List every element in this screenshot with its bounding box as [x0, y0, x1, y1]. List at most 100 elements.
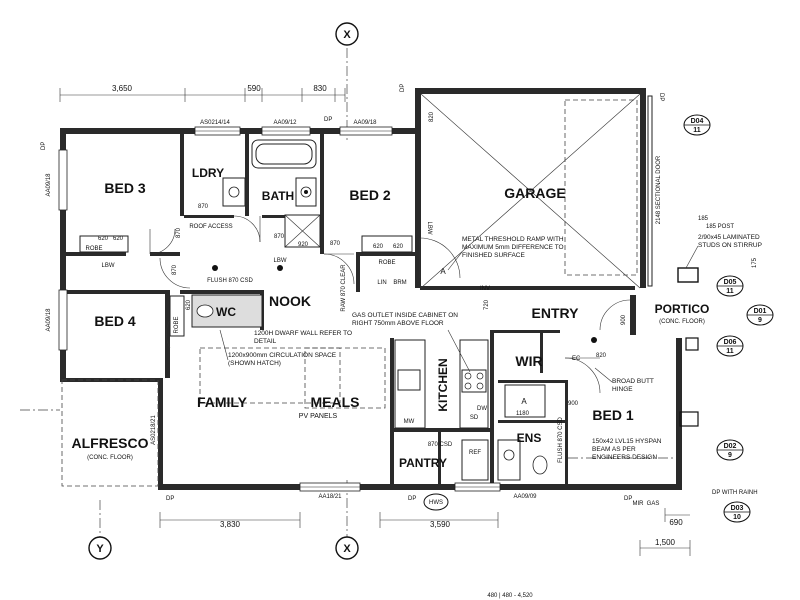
circulation-space	[199, 347, 341, 404]
label-lbw-2: LBW	[273, 258, 286, 264]
room-label-bed2: BED 2	[349, 187, 390, 203]
garage-details	[420, 93, 653, 289]
svg-text:D03: D03	[731, 505, 744, 512]
note-gas-outlet: GAS OUTLET INSIDE CABINET ON RIGHT 750mm…	[352, 312, 471, 373]
svg-text:D05: D05	[724, 279, 737, 286]
label-sd: SD	[470, 415, 479, 421]
svg-text:X: X	[343, 29, 351, 41]
room-label-family: FAMILY	[197, 394, 248, 410]
dim-900-b: 900	[621, 314, 627, 325]
svg-text:9: 9	[758, 317, 762, 324]
label-robe-bed3: ROBE	[85, 246, 102, 252]
note-post: 185 POST	[706, 224, 734, 230]
note-circulation: 1200x900mm CIRCULATION SPACE (SHOWN HATC…	[219, 329, 336, 367]
alfresco-floor-note: (CONC. FLOOR)	[87, 455, 133, 461]
kitchen-bench	[394, 339, 489, 429]
window-tag-left-lower: AA09/18	[46, 308, 52, 332]
svg-text:D04: D04	[691, 118, 704, 125]
svg-text:D02: D02	[724, 443, 737, 450]
detail-tag-d02: D02 9	[716, 439, 744, 461]
dim-620-a: 620	[98, 236, 109, 242]
svg-text:HWS: HWS	[429, 500, 443, 506]
label-dp-7: DP	[658, 93, 664, 101]
garage-door-label: 2148 SECTIONAL DOOR	[656, 155, 662, 224]
grid-bubble-y: Y	[88, 536, 112, 560]
wc-toilet	[191, 294, 263, 328]
label-a-garage: A	[440, 267, 446, 276]
window-tag-aa0914: AS0214/14	[200, 120, 230, 126]
label-gas: GAS	[647, 501, 660, 507]
note-metal-threshold: METAL THRESHOLD RAMP WITH MAXIMUM 5mm DI…	[447, 236, 564, 271]
dim-3830: 3,830	[220, 520, 241, 529]
svg-text:11: 11	[726, 288, 734, 295]
room-label-garage: GARAGE	[504, 185, 565, 201]
note-flush-ens: FLUSH 870 CSD	[558, 416, 564, 462]
dim-620-c: 620	[373, 244, 384, 250]
bath-tub	[251, 139, 317, 169]
alfresco-outline	[61, 379, 159, 487]
room-label-ens: ENS	[517, 431, 542, 445]
dim-620-e: 620	[186, 299, 192, 310]
label-ec: EC	[572, 356, 581, 362]
dim-720: 720	[484, 299, 490, 310]
svg-text:Y: Y	[96, 543, 104, 555]
room-label-entry: ENTRY	[532, 305, 580, 321]
shower	[284, 214, 321, 248]
note-dp-rain: DP WITH RAINH	[712, 490, 758, 496]
label-lbw-1: LBW	[101, 263, 114, 269]
window-tag-aa0912: AA09/12	[273, 120, 297, 126]
room-label-wc: WC	[216, 305, 236, 319]
ensuite-fixtures	[497, 384, 548, 481]
svg-text:11: 11	[693, 127, 701, 134]
dim-620-b: 620	[113, 236, 124, 242]
note-dwarf-wall: 1200H DWARF WALL REFER TO DETAIL	[254, 330, 352, 345]
note-flush-870: FLUSH 870 CSD	[207, 278, 253, 284]
footer-levels: 480 | 480 - 4,520	[487, 593, 533, 599]
grid-bubble-x-top: X	[335, 22, 359, 46]
bottom-dimension-string	[159, 508, 691, 556]
window-tag-left-upper: AA09/18	[46, 173, 52, 197]
svg-text:9: 9	[728, 452, 732, 459]
room-label-bed3: BED 3	[104, 180, 145, 196]
room-label-ldry: LDRY	[192, 166, 224, 180]
label-dp-6: DP	[624, 496, 632, 502]
dim-870-b: 870	[176, 227, 182, 238]
note-pv-panels: PV PANELS	[299, 413, 338, 420]
label-dp-4: DP	[166, 496, 174, 502]
top-dimension-string	[59, 88, 346, 102]
detail-tag-d05: D05 11	[716, 275, 744, 297]
room-label-pantry: PANTRY	[399, 456, 447, 470]
room-label-wir: WIR	[515, 353, 542, 369]
label-brm: BRM	[393, 280, 406, 286]
detail-tag-d04: D04 11	[683, 114, 711, 136]
dim-820-b: 820	[596, 353, 607, 359]
hws-unit: HWS	[423, 493, 449, 511]
dim-590: 590	[247, 84, 261, 93]
label-dp-2: DP	[324, 117, 332, 123]
dim-920: 920	[298, 242, 309, 248]
room-label-bath: BATH	[262, 189, 294, 203]
note-raw-clear: RAW 870 CLEAR	[341, 264, 347, 312]
note-870-csd: 870 CSD	[428, 442, 453, 448]
post-markers	[212, 190, 699, 427]
label-lin: LIN	[377, 280, 386, 286]
svg-text:10: 10	[733, 514, 741, 521]
dim-3590: 3,590	[430, 520, 451, 529]
label-mw: MW	[404, 419, 415, 425]
label-inv: INV	[480, 286, 490, 292]
dim-830: 830	[313, 84, 327, 93]
dim-870-e: 870	[274, 234, 285, 240]
dim-1500: 1,500	[655, 538, 676, 547]
dim-820-a: 820	[429, 111, 435, 122]
dim-900-a: 900	[568, 401, 579, 407]
svg-text:D01: D01	[754, 308, 767, 315]
dim-1180: 1180	[516, 411, 530, 417]
detail-tag-d03: D03 10	[723, 501, 751, 523]
dim-690: 690	[669, 518, 683, 527]
dim-870-c: 870	[330, 241, 341, 247]
detail-tag-d06: D06 11	[716, 335, 744, 357]
note-beam: 150x42 LVL15 HYSPAN BEAM AS PER ENGINEER…	[592, 438, 662, 461]
dim-620-d: 620	[393, 244, 404, 250]
label-dp-1: DP	[41, 142, 47, 150]
